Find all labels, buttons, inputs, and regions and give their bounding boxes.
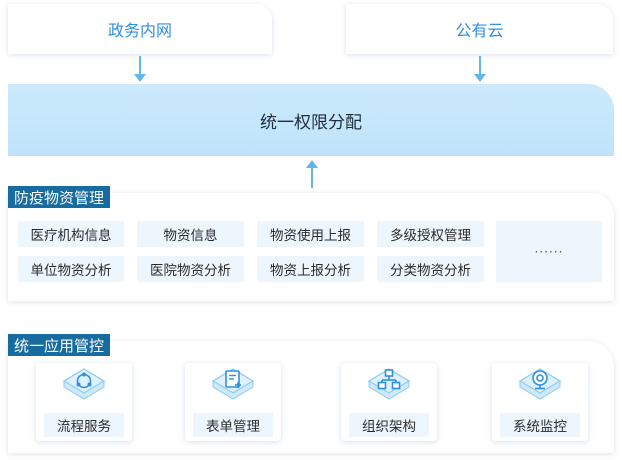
epidemic-supplies-title: 防疫物资管理 (8, 186, 111, 208)
app-org-structure: 组织架构 (341, 363, 437, 441)
arrow-epidemic-to-auth (306, 160, 318, 188)
app-org-structure-label: 组织架构 (349, 413, 429, 437)
chip-supplies-usage-report: 物资使用上报 (257, 221, 364, 247)
arrow-gov-to-auth (134, 56, 146, 82)
chip-supplies-report-analysis: 物资上报分析 (257, 256, 364, 282)
gov-network-label: 政务内网 (107, 21, 172, 40)
chip-category-supplies-analysis: 分类物资分析 (377, 256, 484, 282)
org-chart-icon (367, 368, 411, 400)
app-flow-service-label: 流程服务 (44, 413, 124, 437)
chip-more: ······ (496, 221, 602, 282)
flow-icon (62, 368, 106, 400)
chip-medical-institution-info: 医疗机构信息 (18, 221, 124, 247)
arrow-cloud-to-auth (474, 56, 486, 82)
public-cloud-label: 公有云 (455, 21, 504, 40)
chip-supplies-info: 物资信息 (137, 221, 244, 247)
app-form-management-label: 表单管理 (193, 413, 273, 437)
app-system-monitoring: 系统监控 (492, 363, 588, 441)
chip-unit-supplies-analysis: 单位物资分析 (18, 256, 124, 282)
unified-authorization-label: 统一权限分配 (260, 112, 362, 133)
unified-app-control-title: 统一应用管控 (8, 334, 111, 356)
form-icon (211, 368, 255, 400)
app-system-monitoring-label: 系统监控 (500, 413, 580, 437)
app-flow-service: 流程服务 (36, 363, 132, 441)
chip-multilevel-authorization: 多级授权管理 (377, 221, 484, 247)
monitor-icon (518, 368, 562, 400)
app-form-management: 表单管理 (185, 363, 281, 441)
chip-hospital-supplies-analysis: 医院物资分析 (137, 256, 244, 282)
unified-authorization-box: 统一权限分配 (8, 84, 614, 156)
public-cloud-box: 公有云 (346, 4, 613, 54)
gov-network-box: 政务内网 (8, 4, 272, 54)
